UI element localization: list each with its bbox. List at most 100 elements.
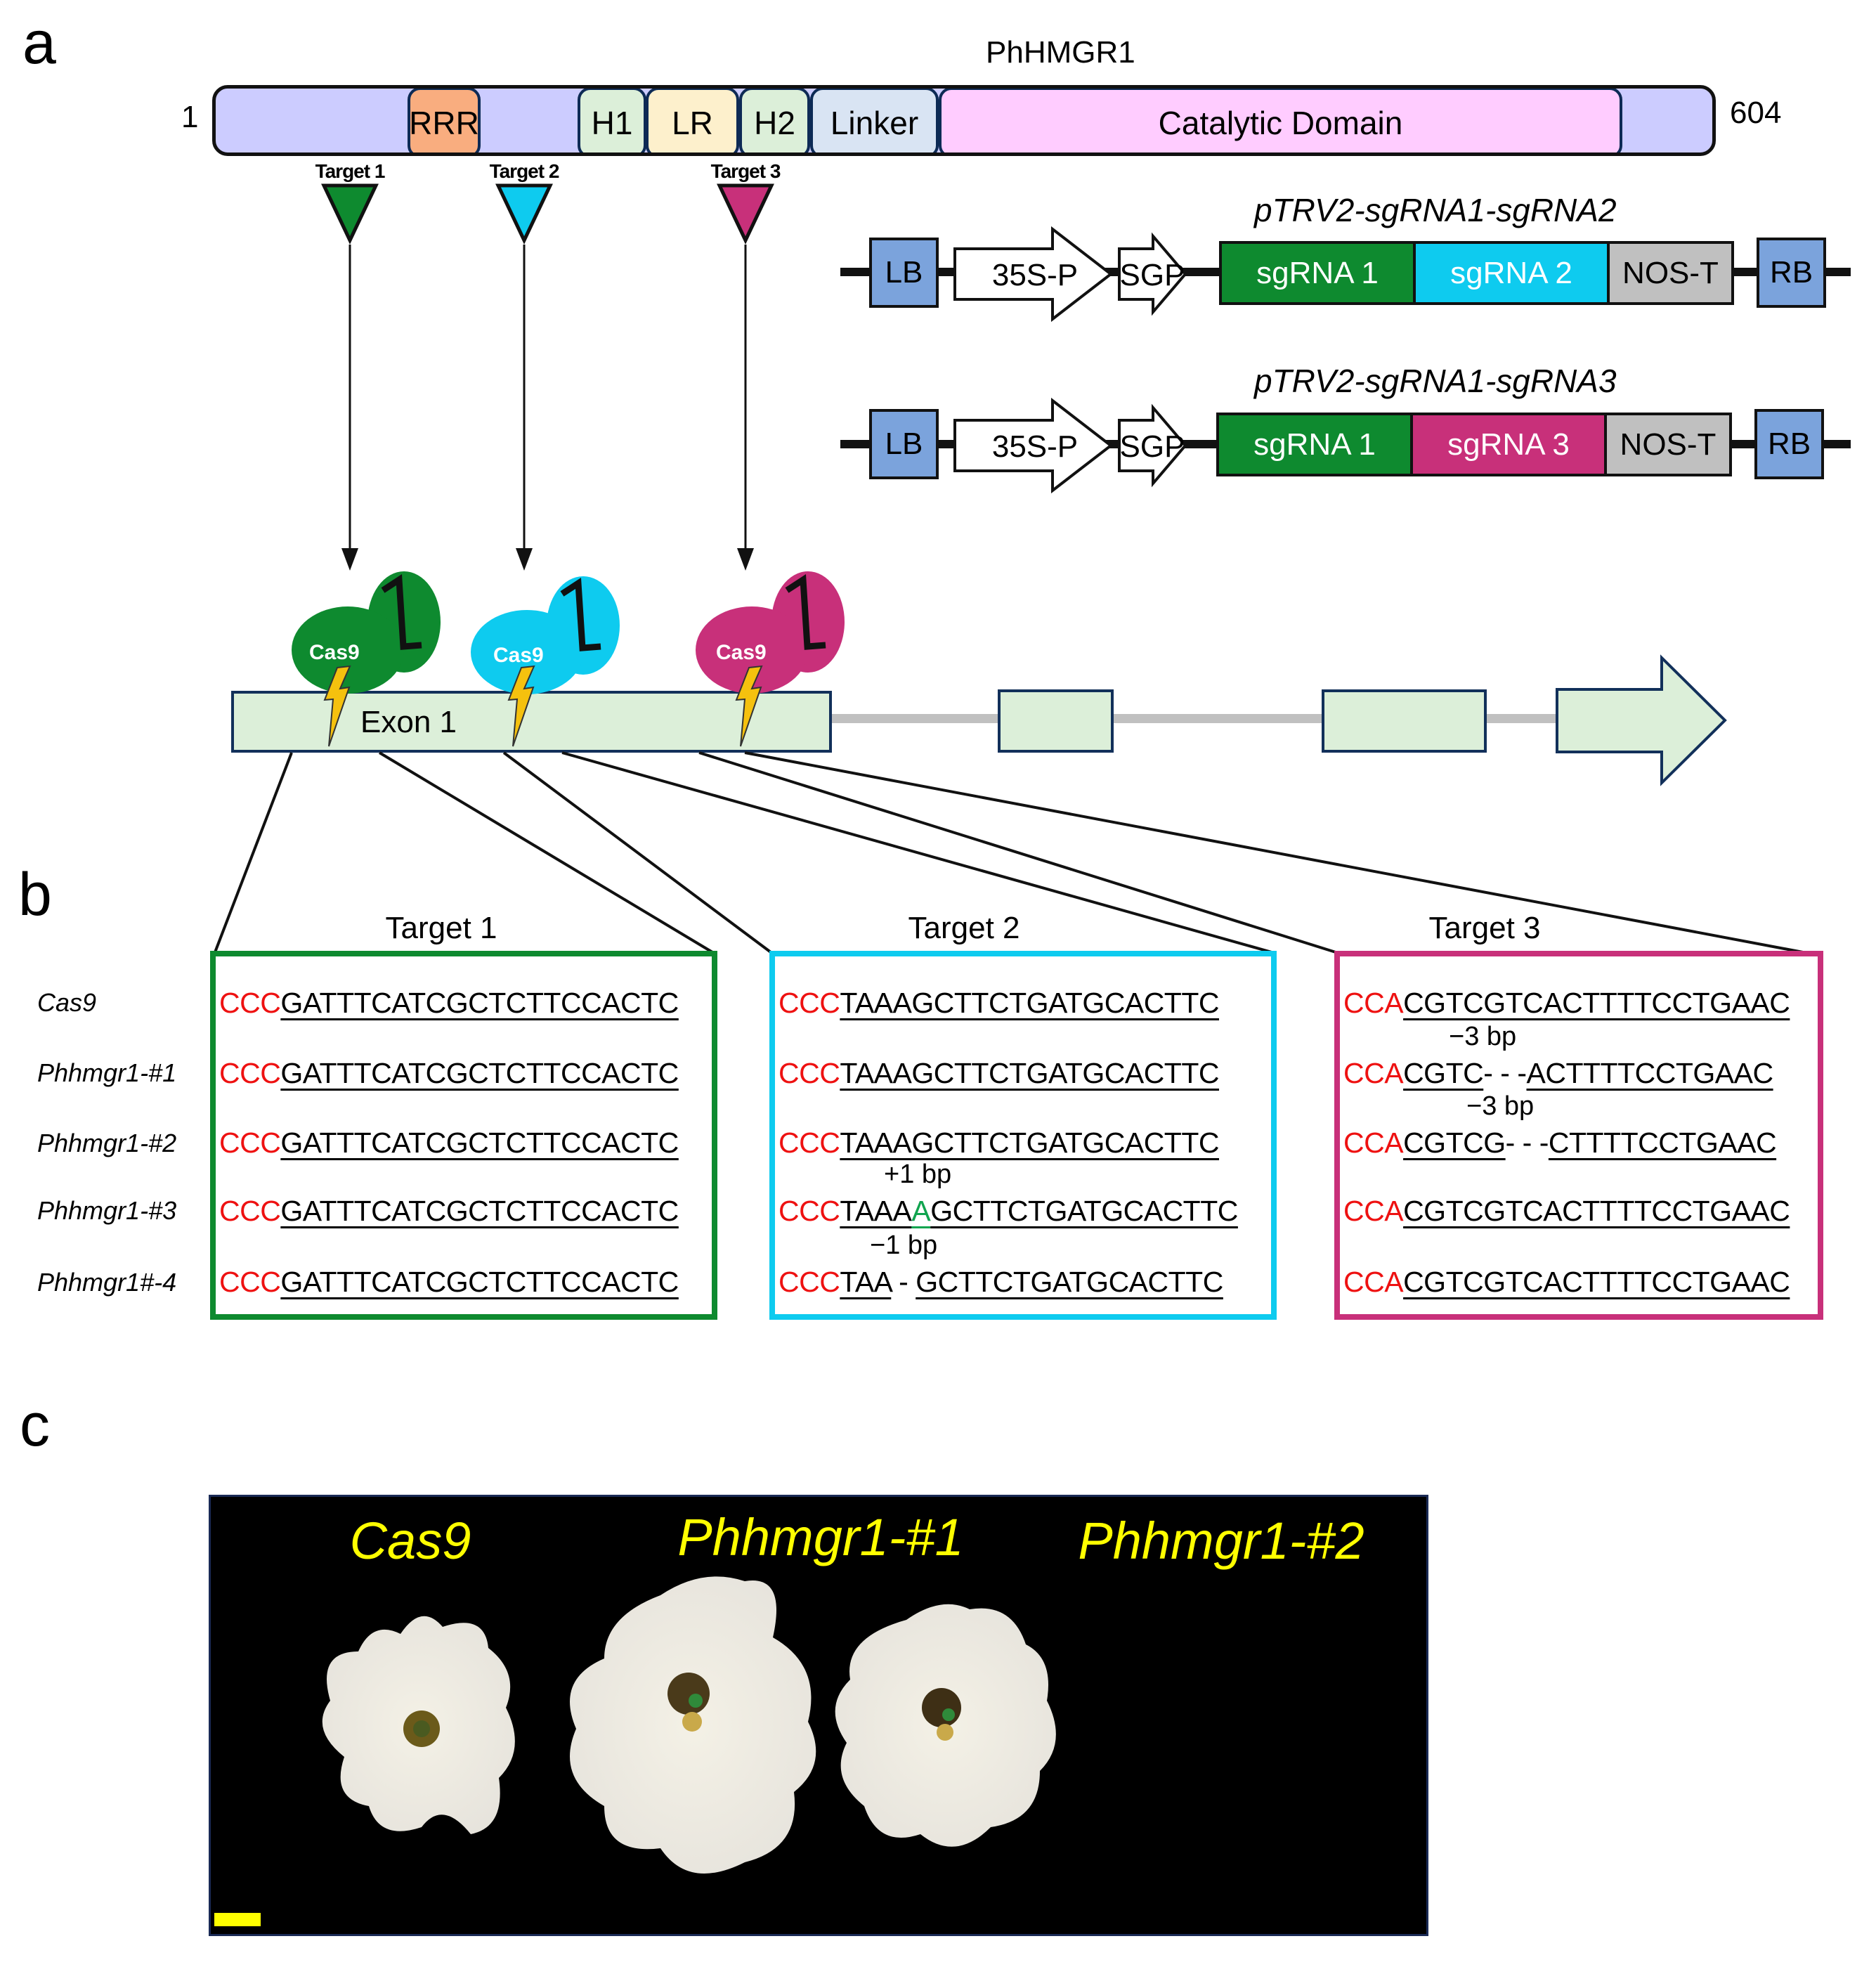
- 35s-promoter-arrow-icon: [953, 398, 1114, 494]
- indel-annotation: +1 bp: [884, 1160, 952, 1189]
- target-sequence: GCTTCTGATGCACTTC: [916, 1266, 1223, 1298]
- element-label: sgRNA 1: [1256, 255, 1379, 290]
- target-3-triangle-icon: [717, 183, 774, 245]
- sample-label-phhmgr1-2: Phhmgr1-#2: [37, 1129, 177, 1157]
- pam-sequence: CCC: [779, 1195, 840, 1227]
- target-sequence: GATTTCATCGCTCTTCCACTC: [280, 1057, 679, 1089]
- domain-rrr: RRR: [408, 89, 481, 152]
- sgp-arrow-icon: [1118, 232, 1187, 316]
- target-sequence: ACTTTTCCTGAAC: [1526, 1057, 1773, 1089]
- target-sequence: CGTC: [1403, 1057, 1484, 1089]
- sequence-row: CCCGATTTCATCGCTCTTCCACTC: [219, 1127, 679, 1160]
- protein-end-label: 604: [1730, 96, 1782, 130]
- domain-lr: LR: [646, 89, 739, 152]
- element-label: 35S-P: [992, 429, 1078, 464]
- target-sequence: TAAA: [840, 1195, 912, 1227]
- element-label: SGP: [1120, 429, 1185, 464]
- domain-label: H1: [591, 104, 633, 141]
- construct-2-title: pTRV2-sgRNA1-sgRNA3: [1254, 363, 1617, 399]
- pam-sequence: CCC: [219, 987, 281, 1019]
- arrowhead-icon: [516, 548, 533, 571]
- sgp-arrow-icon: [1118, 403, 1187, 488]
- insertion-base: A: [911, 1195, 931, 1227]
- target-sequence: TAA: [840, 1266, 892, 1298]
- exon-1-label: Exon 1: [360, 705, 457, 739]
- target-sequence: - - -: [1483, 1057, 1527, 1089]
- sequence-row: CCCTAA - GCTTCTGATGCACTTC: [779, 1266, 1223, 1299]
- construct-1-sgrna-2: sgRNA 2: [1413, 241, 1610, 305]
- pam-sequence: CCA: [1343, 987, 1404, 1019]
- flower-phhmgr1-2-image: [835, 1604, 1056, 1847]
- target-sequence: -: [891, 1266, 916, 1298]
- indel-annotation: −1 bp: [870, 1231, 938, 1260]
- connector-line: [214, 752, 293, 953]
- connector-line: [561, 751, 1272, 954]
- pam-sequence: CCC: [219, 1057, 281, 1089]
- cas9-complex-2-icon: [471, 576, 620, 747]
- target-1-triangle-icon: [321, 183, 379, 245]
- target-2-triangle-icon: [495, 183, 553, 245]
- target-sequence: TAAAGCTTCTGATGCACTTC: [840, 1127, 1220, 1159]
- pam-sequence: CCC: [779, 1127, 840, 1159]
- 35s-promoter-arrow-icon: [953, 226, 1114, 323]
- pam-sequence: CCC: [219, 1266, 281, 1298]
- target-sequence: TAAAGCTTCTGATGCACTTC: [840, 987, 1220, 1019]
- sample-label-phhmgr1-1: Phhmgr1-#1: [37, 1058, 177, 1087]
- cas9-label-2: Cas9: [493, 644, 544, 667]
- target-sequence: CGTCG: [1403, 1127, 1506, 1159]
- domain-label: H2: [754, 104, 795, 141]
- construct-1-rb: RB: [1757, 238, 1826, 308]
- domain-linker: Linker: [810, 89, 939, 152]
- flower-cas9-image: [322, 1616, 515, 1834]
- flower-phhmgr1-1-image: [570, 1576, 816, 1874]
- protein-title: PhHMGR1: [986, 35, 1135, 70]
- pam-sequence: CCC: [779, 1057, 840, 1089]
- connector-line: [698, 751, 1336, 954]
- connector-line: [378, 751, 714, 954]
- domain-h2: H2: [739, 89, 810, 152]
- sequence-row: CCACGTCGTCACTTTTCCTGAAC: [1343, 1266, 1790, 1299]
- element-label: RB: [1769, 255, 1813, 290]
- element-label: sgRNA 3: [1447, 427, 1570, 462]
- pam-sequence: CCA: [1343, 1195, 1404, 1227]
- sample-label-phhmgr1-3: Phhmgr1-#3: [37, 1196, 177, 1225]
- construct-2-promoter-arrows: 35S-P SGP: [953, 398, 1187, 494]
- element-label: SGP: [1120, 258, 1185, 292]
- target-2-title: Target 2: [908, 911, 1020, 945]
- sequence-row: CCCTAAAGCTTCTGATGCACTTC: [779, 987, 1220, 1020]
- sequence-row: CCCGATTTCATCGCTCTTCCACTC: [219, 1195, 679, 1228]
- panel-label-a: a: [22, 9, 56, 77]
- sequence-row: CCCGATTTCATCGCTCTTCCACTC: [219, 1266, 679, 1299]
- target-sequence: GATTTCATCGCTCTTCCACTC: [280, 1127, 679, 1159]
- sequence-row: CCACGTCG- - -CTTTTCCTGAAC: [1343, 1127, 1777, 1160]
- target-1-title: Target 1: [385, 911, 497, 945]
- construct-1-nos-terminator: NOS-T: [1607, 241, 1734, 305]
- target-sequence: TAAAGCTTCTGATGCACTTC: [840, 1057, 1220, 1089]
- indel-annotation: −3 bp: [1466, 1091, 1535, 1121]
- sequence-row: CCCTAAAGCTTCTGATGCACTTC: [779, 1057, 1220, 1090]
- cas9-complex-3-icon: [696, 571, 845, 747]
- pam-sequence: CCA: [1343, 1057, 1404, 1089]
- target-marker-label-2: Target 2: [489, 160, 560, 182]
- target-sequence: GCTTCTGATGCACTTC: [930, 1195, 1238, 1227]
- target-marker-label-1: Target 1: [315, 160, 386, 182]
- construct-2-lb: LB: [869, 409, 939, 479]
- protein-bar: RRR H1 LR H2 Linker Catalytic Domain: [212, 85, 1716, 156]
- element-label: sgRNA 1: [1253, 427, 1376, 462]
- connector-lines: [214, 751, 1804, 954]
- domain-label: Catalytic Domain: [1158, 104, 1403, 141]
- target-sequence: GATTTCATCGCTCTTCCACTC: [280, 1195, 679, 1227]
- pam-sequence: CCA: [1343, 1266, 1404, 1298]
- domain-label: LR: [672, 104, 713, 141]
- connector-line: [744, 751, 1804, 954]
- element-label: RB: [1767, 427, 1811, 461]
- target-sequence: CTTTTCCTGAAC: [1548, 1127, 1777, 1159]
- target-sequence: CGTCGTCACTTTTCCTGAAC: [1403, 987, 1790, 1019]
- target-2-box: [769, 951, 1277, 1320]
- flower-illustrations: [322, 1576, 1056, 1874]
- element-label: NOS-T: [1620, 427, 1717, 462]
- cas9-label-3: Cas9: [716, 641, 767, 664]
- exon-4-arrow-icon: [1556, 654, 1727, 786]
- sample-label-phhmgr1-4: Phhmgr1#-4: [37, 1268, 177, 1297]
- target-3-box: [1334, 951, 1823, 1320]
